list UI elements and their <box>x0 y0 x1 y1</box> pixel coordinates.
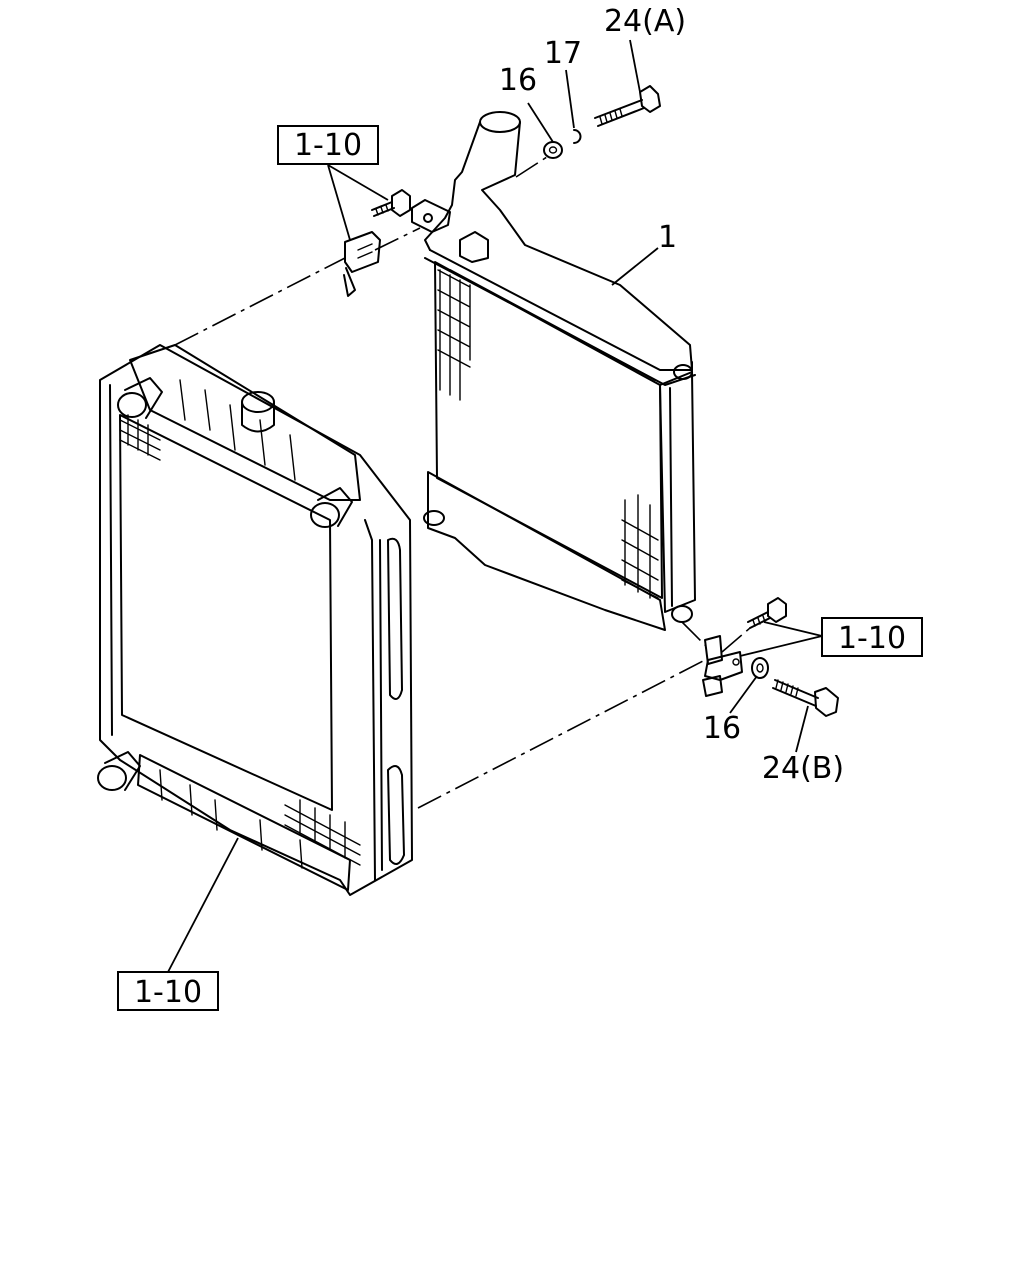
callout-washer-bottom: 16 <box>703 711 741 746</box>
callout-bolt-a: 24(A) <box>604 4 686 39</box>
radiator <box>97 344 413 896</box>
bottom-mounting-bracket <box>702 597 839 717</box>
callout-clip-top: 17 <box>544 36 582 71</box>
callout-label: 1-10 <box>294 128 362 163</box>
callout-ref-right: 1-10 <box>821 617 923 657</box>
callout-bolt-b: 24(B) <box>762 751 844 786</box>
intercooler <box>423 111 696 631</box>
callout-label: 1-10 <box>838 621 906 656</box>
top-mounting-bracket <box>343 189 451 297</box>
callout-label: 1-10 <box>134 975 202 1010</box>
callout-washer-top: 16 <box>499 63 537 98</box>
callout-intercooler: 1 <box>658 220 677 255</box>
top-hardware <box>543 85 661 159</box>
callout-ref-top-left: 1-10 <box>277 125 379 165</box>
callout-ref-bottom: 1-10 <box>117 971 219 1011</box>
alignment-lines <box>174 154 751 809</box>
leader-lines <box>167 39 823 973</box>
